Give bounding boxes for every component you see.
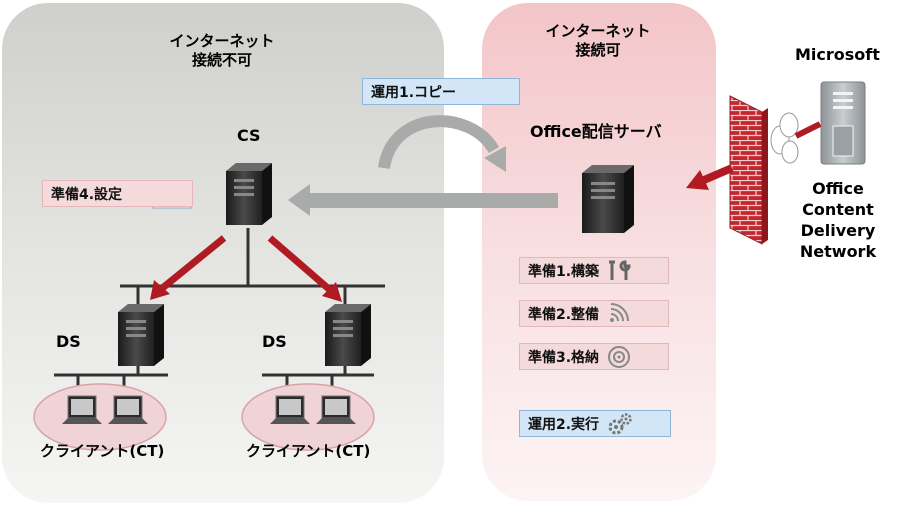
offline-zone-title: インターネット 接続不可 — [169, 32, 275, 69]
cloud-icon — [770, 112, 799, 164]
step-prep4-text: 準備4.設定 — [51, 186, 123, 203]
ms-link — [794, 121, 822, 139]
office-server-label: Office配信サーバ — [530, 122, 662, 141]
signal-icon — [607, 302, 631, 325]
tower-server-icon — [118, 304, 164, 366]
laptop-icon — [108, 395, 148, 424]
ds-right-label: DS — [262, 332, 287, 351]
laptop-icon — [62, 395, 102, 424]
step-op1: 運用1.コピー — [362, 78, 520, 105]
copy-curve-arrow — [378, 115, 506, 172]
gears-icon — [607, 412, 633, 436]
step-op2: 運用2.実行 — [519, 410, 671, 437]
step-op1-text: 運用1.コピー — [371, 84, 457, 101]
microsoft-label: Microsoft — [795, 45, 880, 64]
ds-left-label: DS — [56, 332, 81, 351]
arrow-cs-to-ds-right — [267, 235, 342, 302]
cdn-label: Office Content Delivery Network — [799, 179, 877, 261]
online-zone-title: インターネット 接続可 — [545, 22, 651, 59]
step-op2-text: 運用2.実行 — [528, 416, 600, 433]
step-prep1-text: 準備1.構築 — [528, 263, 600, 280]
step-prep2-text: 準備2.整備 — [528, 306, 600, 323]
brick-firewall-icon — [729, 95, 768, 245]
arrow-cdn-to-server — [686, 164, 734, 190]
laptop-icon — [270, 395, 310, 424]
cs-label: CS — [237, 126, 261, 145]
step-prep3: 準備3.格納 — [519, 343, 669, 370]
disc-icon — [607, 345, 631, 369]
step-prep1: 準備1.構築 — [519, 257, 669, 284]
step-prep2: 準備2.整備 — [519, 300, 669, 327]
step-prep4: 準備4.設定 — [42, 180, 193, 207]
tower-server-icon — [325, 304, 371, 366]
tower-server-icon — [582, 165, 634, 233]
client-left-label: クライアント(CT) — [40, 442, 165, 460]
step-prep3-text: 準備3.格納 — [528, 349, 600, 366]
laptop-icon — [316, 395, 356, 424]
tools-icon — [607, 259, 633, 282]
tower-server-icon — [226, 163, 272, 225]
arrow-server-to-cs — [288, 184, 558, 216]
arrow-cs-to-ds-left — [150, 235, 227, 300]
client-right-label: クライアント(CT) — [246, 442, 371, 460]
microsoft-server-icon — [820, 81, 866, 165]
